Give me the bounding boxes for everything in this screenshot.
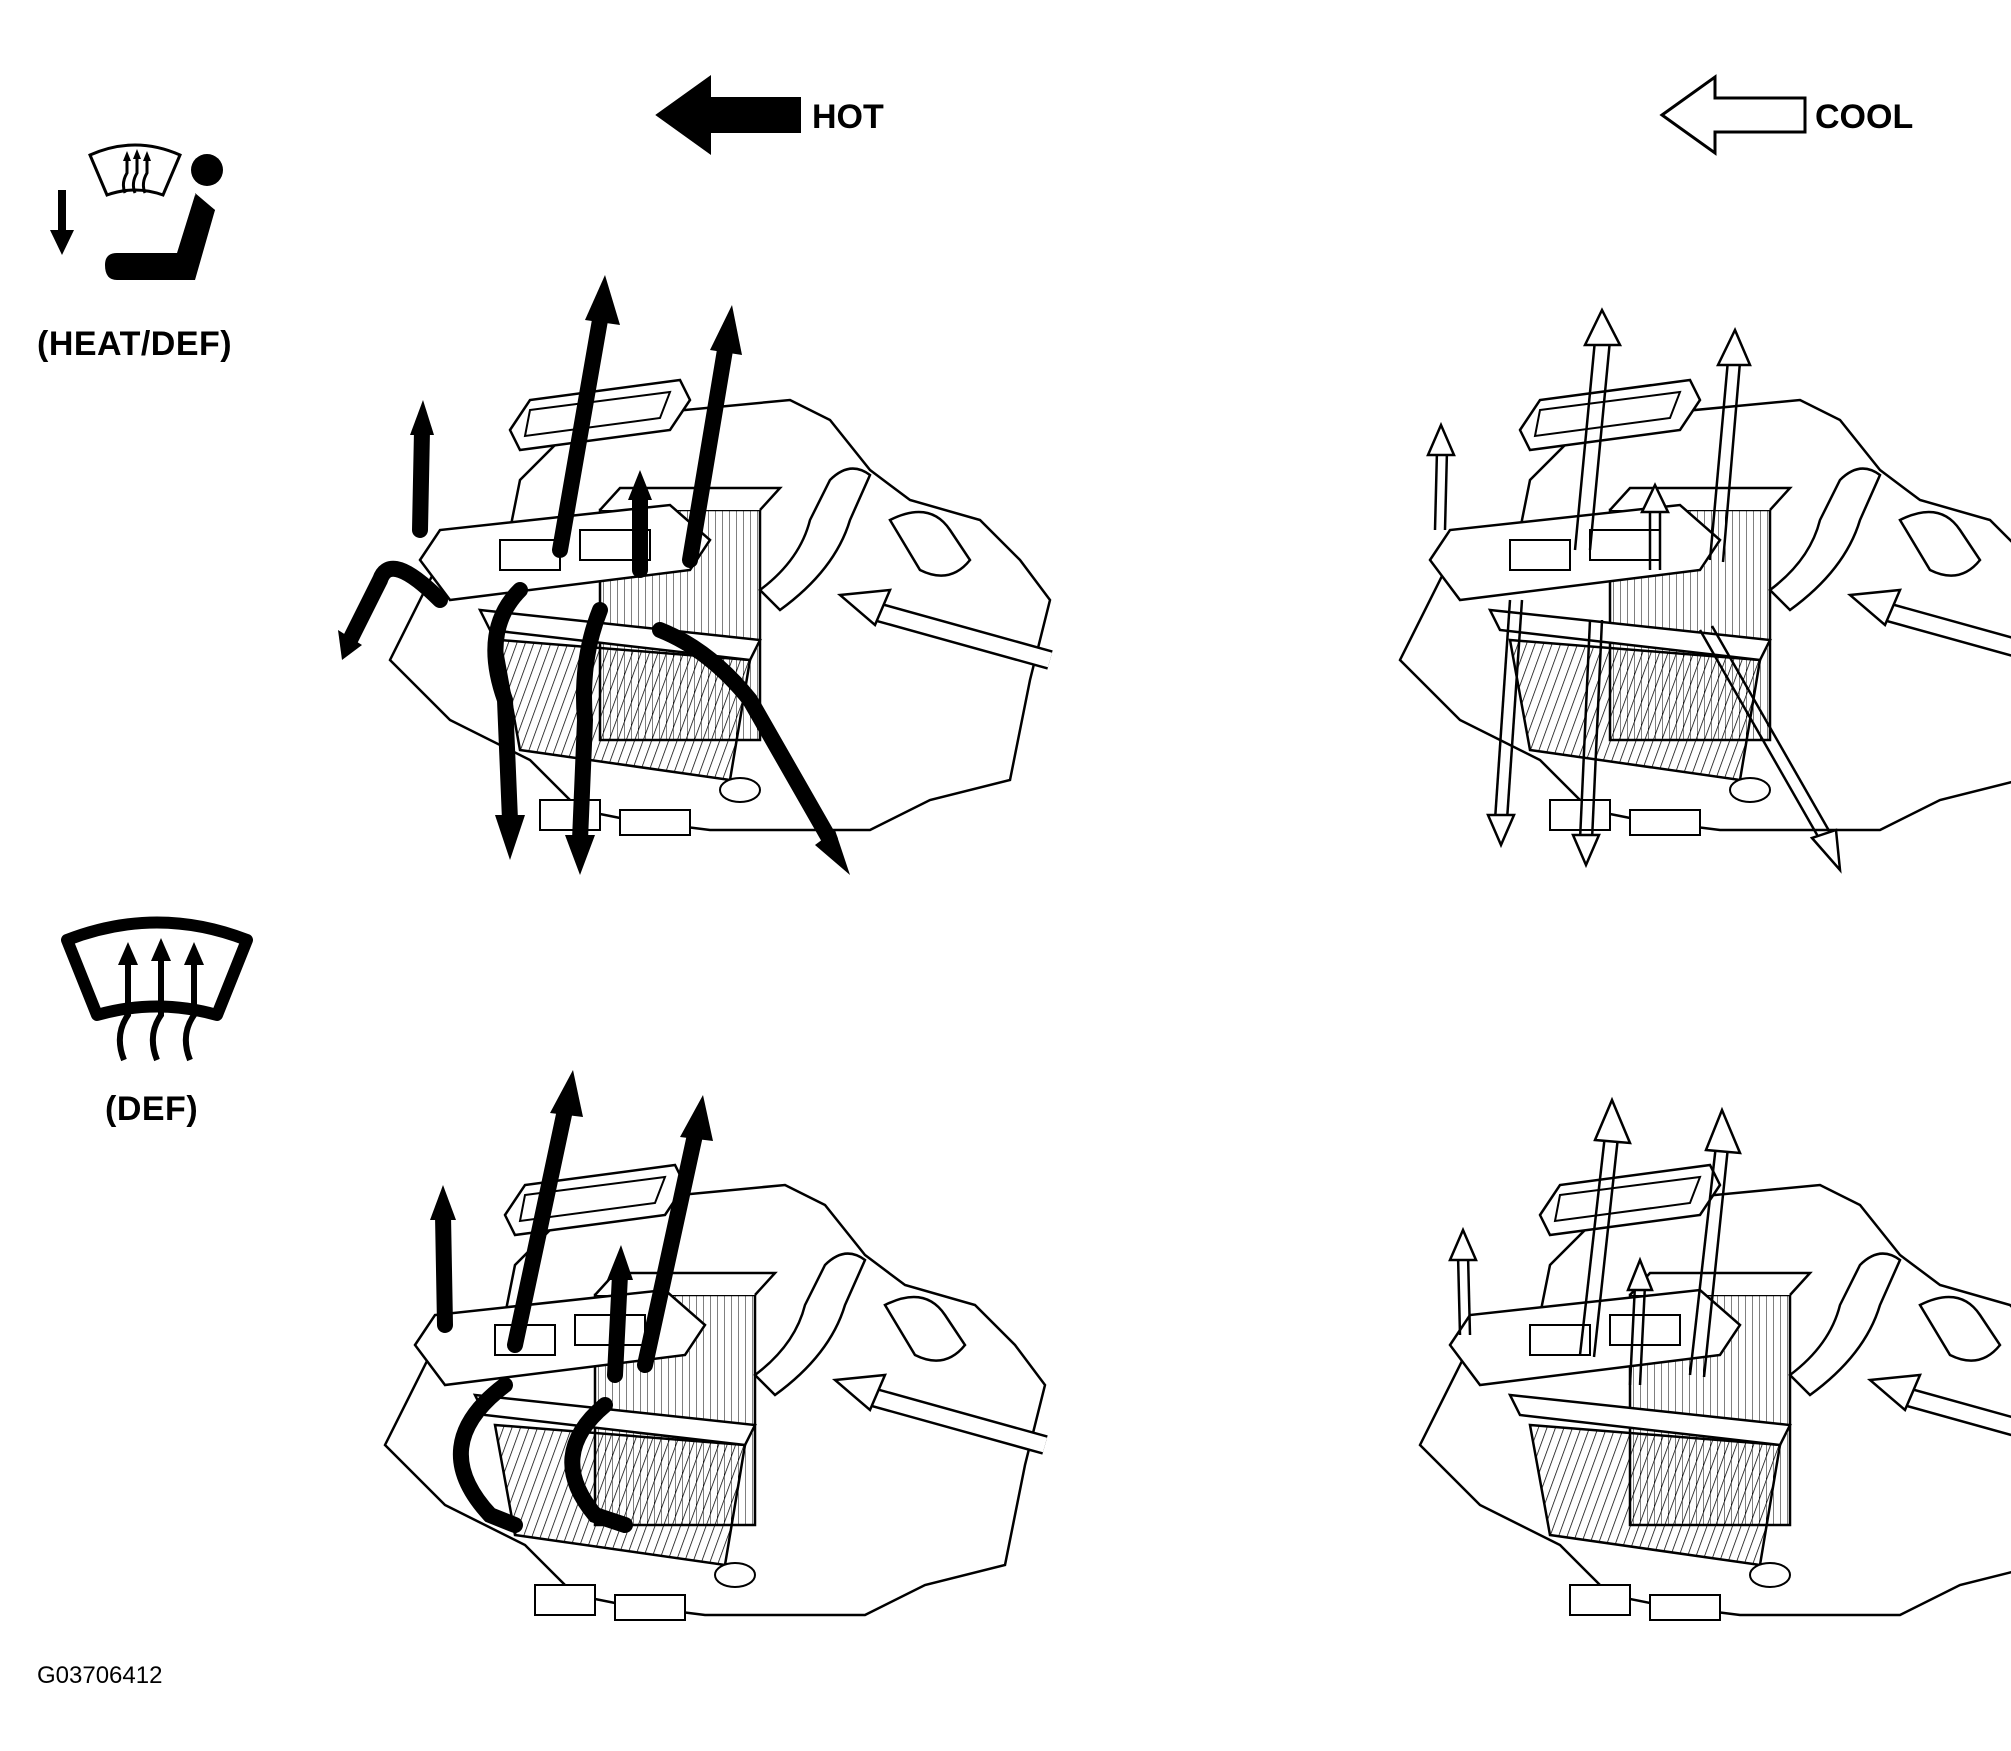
def-mode-label: (DEF) (105, 1090, 199, 1128)
figure-code: G03706412 (37, 1662, 163, 1689)
hot-arrow-icon (655, 75, 801, 155)
def-hot-airflow-diagram (325, 1070, 1085, 1665)
hot-legend-label: HOT (812, 98, 884, 136)
def-cool-airflow-diagram (1360, 1096, 2011, 1665)
cool-arrow-icon (1659, 74, 1807, 156)
heat-def-mode-icon (50, 143, 223, 280)
heat-def-hot-airflow-diagram (338, 275, 1090, 875)
heat-def-mode-label: (HEAT/DEF) (37, 325, 233, 363)
def-mode-icon (61, 916, 253, 1062)
cool-legend-label: COOL (1815, 98, 1914, 136)
heat-def-cool-airflow-diagram (1340, 307, 2011, 874)
